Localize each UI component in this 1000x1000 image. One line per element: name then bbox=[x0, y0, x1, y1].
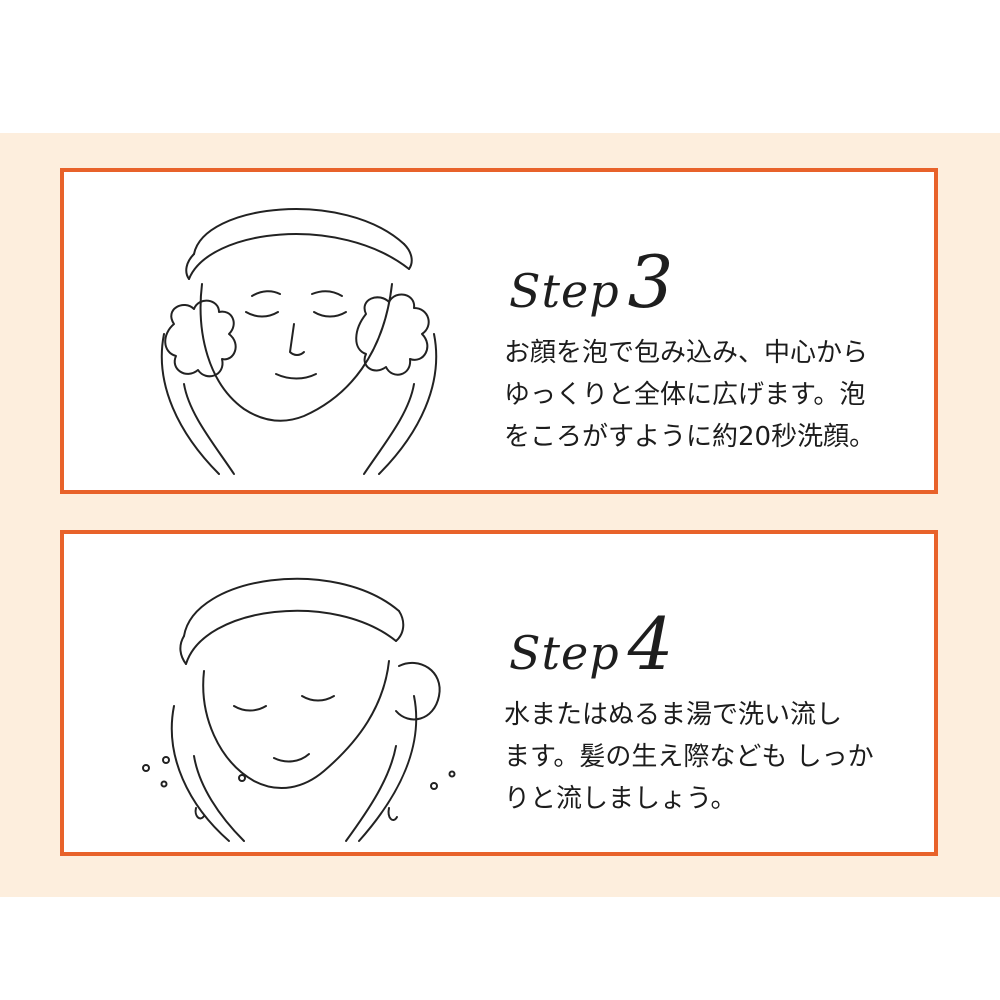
step-number: 3 bbox=[627, 240, 674, 324]
face-foam-wash-icon bbox=[160, 208, 438, 475]
step-description-line: お顔を泡で包み込み、中心から bbox=[504, 338, 869, 368]
step-description-line: 水またはぬるま湯で洗い流し bbox=[504, 700, 843, 730]
step-number: 4 bbox=[627, 602, 674, 686]
step-description: 水またはぬるま湯で洗い流し ます。髪の生え際なども しっか りと流しましょう。 bbox=[504, 694, 924, 820]
step-description-line: りと流しましょう。 bbox=[504, 784, 737, 814]
step-description: お顔を泡で包み込み、中心から ゆっくりと全体に広げます。泡 をころがすように約2… bbox=[504, 332, 924, 458]
step-word: Step bbox=[509, 264, 620, 318]
step-description-line: をころがすように約20秒洗顔。 bbox=[504, 422, 876, 452]
face-rinse-icon bbox=[142, 577, 456, 842]
step-description-line: ます。髪の生え際なども しっか bbox=[504, 742, 874, 772]
step-word: Step bbox=[509, 626, 620, 680]
step-description-line: ゆっくりと全体に広げます。泡 bbox=[504, 380, 866, 410]
